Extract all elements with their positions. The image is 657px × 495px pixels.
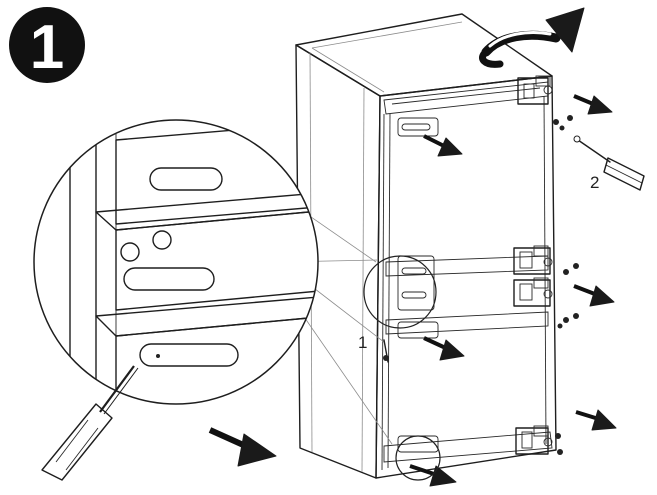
large-screwdriver-icon	[41, 365, 139, 481]
hinge-middle-lower	[513, 277, 553, 307]
screw	[567, 115, 573, 121]
zoom-hole	[120, 242, 140, 262]
left-rail	[381, 113, 385, 471]
screw	[559, 125, 565, 131]
screws	[553, 115, 579, 455]
bottom-rail	[383, 431, 553, 463]
arrow-icon	[573, 284, 615, 307]
zoom-upper-slot	[149, 167, 223, 191]
top-rail	[383, 81, 549, 115]
arrow-icon	[423, 134, 463, 157]
screw	[553, 119, 559, 125]
screw	[557, 449, 563, 455]
arrow-icon	[208, 427, 277, 467]
screwdriver-small-icon	[383, 339, 389, 363]
hinges	[513, 75, 553, 455]
top-rail-line	[391, 87, 541, 105]
arrow-icon	[575, 409, 617, 431]
zoom-middle-slot	[123, 267, 215, 291]
hinge-middle-upper	[513, 245, 553, 275]
direction-arrows	[208, 94, 617, 487]
door-frame	[375, 75, 557, 479]
top-inner-edge	[311, 21, 463, 49]
detail-circle-marker	[363, 255, 437, 329]
step-badge-circle	[9, 7, 85, 83]
hinge-bottom	[515, 425, 553, 455]
lower-bracket	[397, 321, 439, 339]
side-strip-2	[361, 87, 365, 473]
arrow-icon	[423, 336, 465, 361]
screw	[573, 263, 579, 269]
zoom-hole-2	[152, 230, 172, 250]
middle-bracket	[397, 255, 435, 311]
callout-label-1: 1	[358, 333, 367, 352]
zoom-detail	[33, 119, 319, 405]
middle-rail	[385, 255, 549, 277]
cabinet-top	[295, 13, 553, 97]
zoom-circle	[33, 119, 319, 405]
hinge-top	[517, 75, 553, 105]
upper-bracket	[397, 117, 439, 137]
screw	[557, 323, 563, 329]
middle-bracket-slot-2	[401, 291, 427, 299]
middle-rail-2	[385, 311, 549, 335]
top-inner-edge-2	[311, 47, 385, 93]
screw	[573, 313, 579, 319]
step-badge: 1	[9, 7, 85, 83]
screw	[563, 269, 569, 275]
left-rail-2	[387, 113, 391, 469]
refrigerator-cabinet	[295, 13, 553, 479]
screw	[563, 317, 569, 323]
callout-label-2: 2	[590, 173, 599, 192]
step-number: 1	[30, 13, 64, 82]
door-front	[375, 75, 557, 479]
arrow-icon	[573, 94, 613, 115]
screw	[555, 433, 561, 439]
rotate-arrow-icon	[479, 7, 585, 68]
middle-bracket-slot	[401, 267, 427, 275]
arrow-icon	[409, 464, 457, 487]
screwdriver-icon	[573, 135, 645, 191]
upper-bracket-slot	[401, 123, 431, 131]
zoom-lower-slot	[139, 343, 239, 367]
detail-circle-marker-bottom	[395, 435, 441, 481]
